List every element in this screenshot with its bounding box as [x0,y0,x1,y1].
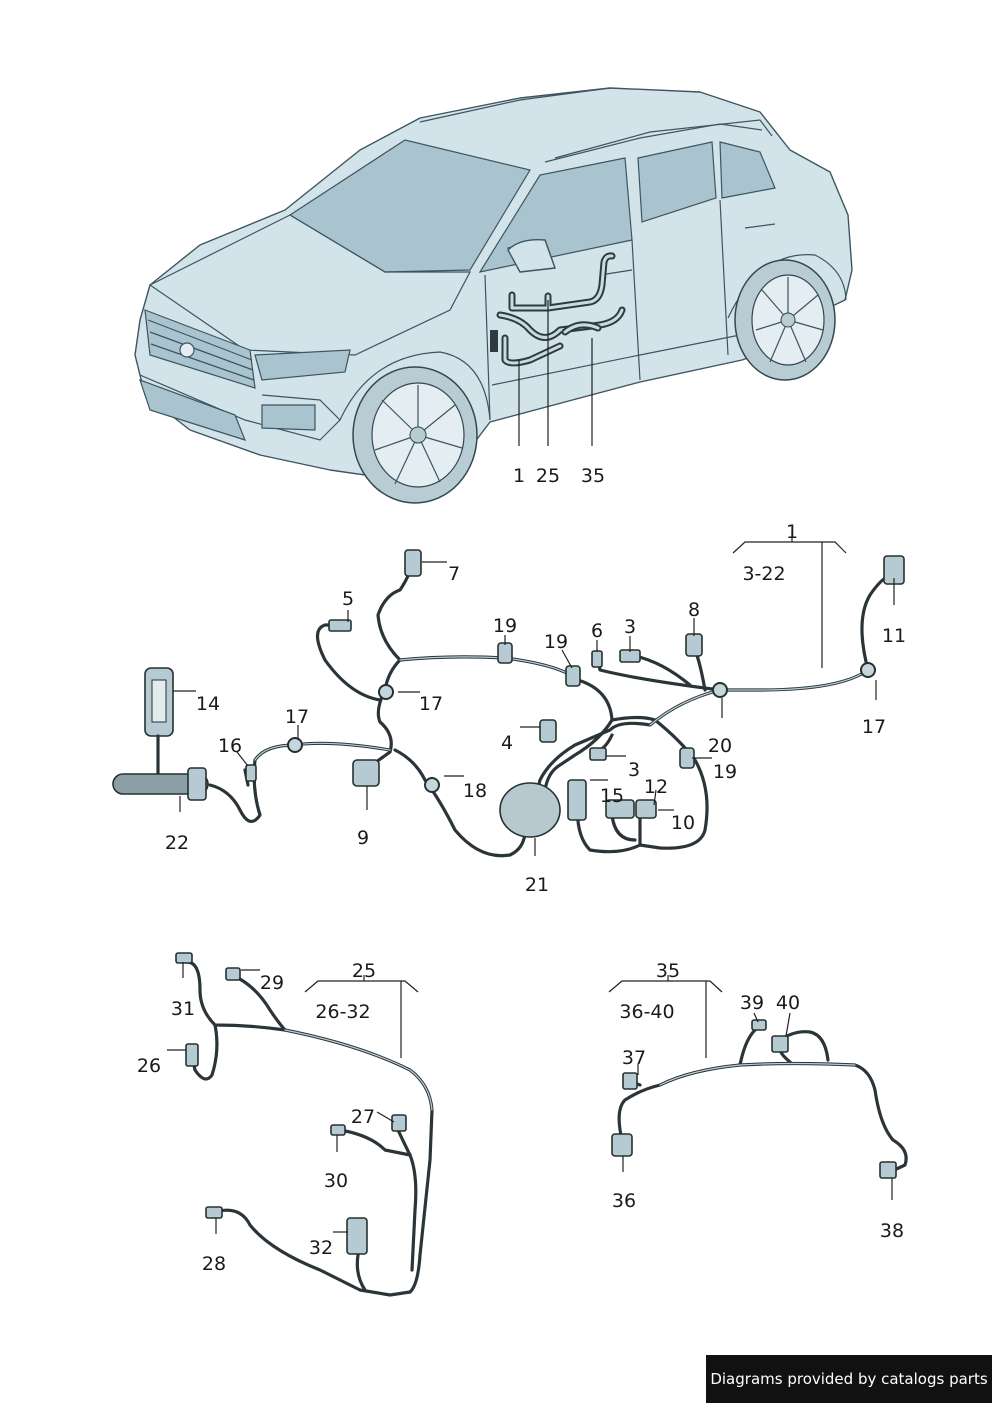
main-connectors [112,549,905,838]
main-callout-12: 12 [644,776,668,798]
main-leaders [173,530,895,856]
connector-10 [605,799,635,819]
connector-36 [611,1133,633,1157]
grommet-21 [499,782,561,838]
main-callout-9: 9 [357,827,369,849]
main-callout-19-a: 19 [493,615,517,637]
car-callout-35: 35 [581,465,605,487]
main-callout-14: 14 [196,693,220,715]
grommet-17-mid [378,684,394,700]
g35-callout-37: 37 [622,1047,646,1069]
harness-25 [175,952,434,1297]
main-callout-19-b: 19 [544,631,568,653]
connector-40 [771,1035,789,1053]
footer-credit: Diagrams provided by catalogs parts [706,1355,992,1403]
connector-3-bottom [589,747,607,761]
connector-30 [330,1124,346,1136]
main-callout-18: 18 [463,780,487,802]
connector-8 [685,633,703,657]
main-callout-22: 22 [165,832,189,854]
g35-callout-range: 36-40 [619,1001,674,1023]
connector-32 [346,1217,368,1255]
connector-12 [635,799,657,819]
clip-16 [245,764,257,782]
clip-19-c [679,747,695,769]
main-callout-10: 10 [671,812,695,834]
g35-callout-38: 38 [880,1220,904,1242]
grommet-18 [424,777,440,793]
grommet-17-left [287,737,303,753]
g35-callout-39: 39 [740,992,764,1014]
main-callout-20: 20 [708,735,732,757]
connector-39 [751,1019,767,1031]
connector-9 [352,759,380,787]
main-callout-17-right: 17 [862,716,886,738]
main-callout-11: 11 [882,625,906,647]
main-callout-8: 8 [688,599,700,621]
g25-callout-26: 26 [137,1055,161,1077]
car-illustration [134,87,853,504]
connector-26 [185,1043,199,1067]
main-callout-1: 1 [786,521,798,543]
main-callout-7: 7 [448,563,460,585]
main-callout-15: 15 [600,785,624,807]
clip-19-b [565,665,581,687]
main-callout-17-mid: 17 [419,693,443,715]
main-callout-5: 5 [342,588,354,610]
car-callout-1: 1 [513,465,525,487]
corrugated-sleeve-22 [112,773,209,795]
main-callout-4: 4 [501,732,513,754]
g25-callout-29: 29 [260,972,284,994]
g25-callout-27: 27 [351,1106,375,1128]
g25-callout-range: 26-32 [315,1001,370,1023]
connector-28 [205,1206,223,1219]
g25-callout-25: 25 [352,960,376,982]
g35-callout-40: 40 [776,992,800,1014]
connector-31 [175,952,193,964]
main-callout-17-left: 17 [285,706,309,728]
connector-37 [622,1072,638,1090]
g25-callout-31: 31 [171,998,195,1020]
g25-callout-28: 28 [202,1253,226,1275]
harness-35 [611,1019,908,1179]
car-callout-25: 25 [536,465,560,487]
connector-7 [404,549,422,577]
harness-25-leaders [167,962,419,1234]
connector-4 [539,719,557,743]
connector-38 [879,1161,897,1179]
g35-callout-36: 36 [612,1190,636,1212]
main-callout-3a: 3 [624,616,636,638]
harness-35-leaders [608,975,893,1200]
connector-6 [591,650,603,668]
clip-19-a [497,642,513,664]
g35-callout-35: 35 [656,960,680,982]
main-callout-range: 3-22 [742,563,785,585]
footer-text: Diagrams provided by catalogs parts [710,1370,988,1388]
main-callout-19-c: 19 [713,761,737,783]
g25-callout-30: 30 [324,1170,348,1192]
connector-29 [225,967,241,981]
connector-27 [391,1114,407,1132]
main-callout-16: 16 [218,735,242,757]
main-callout-6: 6 [591,620,603,642]
main-callout-21: 21 [525,874,549,896]
g25-callout-32: 32 [309,1237,333,1259]
grommet-17-right [860,662,876,678]
connector-15 [567,779,587,821]
connector-5 [328,619,352,632]
main-callout-3b: 3 [628,759,640,781]
grommet-20 [712,682,728,698]
